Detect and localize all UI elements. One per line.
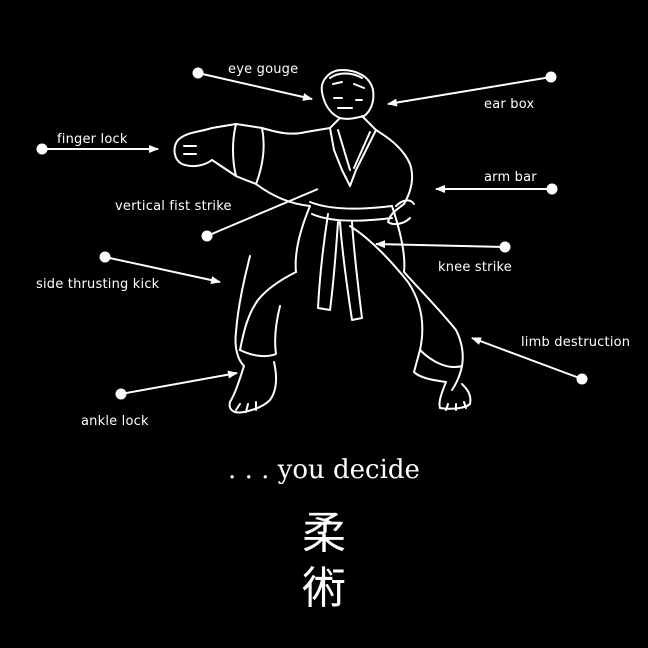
label-ear-box: ear box [484,97,534,112]
kanji-jutsu: 術 [0,567,648,611]
martial-artist-figure [175,70,471,413]
label-vertical-fist-strike: vertical fist strike [115,199,232,214]
kanji-ju: 柔 [0,512,648,556]
pointer-arm-bar [436,184,558,195]
label-finger-lock: finger lock [57,132,128,147]
pointer-knee-strike [376,242,511,253]
label-knee-strike: knee strike [438,260,512,275]
label-side-thrusting-kick: side thrusting kick [36,277,159,292]
belt [310,202,392,221]
label-limb-destruction: limb destruction [521,335,630,350]
left-leg [240,272,296,350]
left-foot [230,362,276,413]
gi-left-shoulder [236,124,330,134]
tagline: . . . you decide [0,455,648,485]
pointer-ankle-lock [116,373,238,400]
fist [175,128,212,166]
label-ankle-lock: ankle lock [81,414,149,429]
gi-right-shoulder [376,130,412,204]
label-arm-bar: arm bar [484,170,537,185]
label-eye-gouge: eye gouge [228,62,298,77]
